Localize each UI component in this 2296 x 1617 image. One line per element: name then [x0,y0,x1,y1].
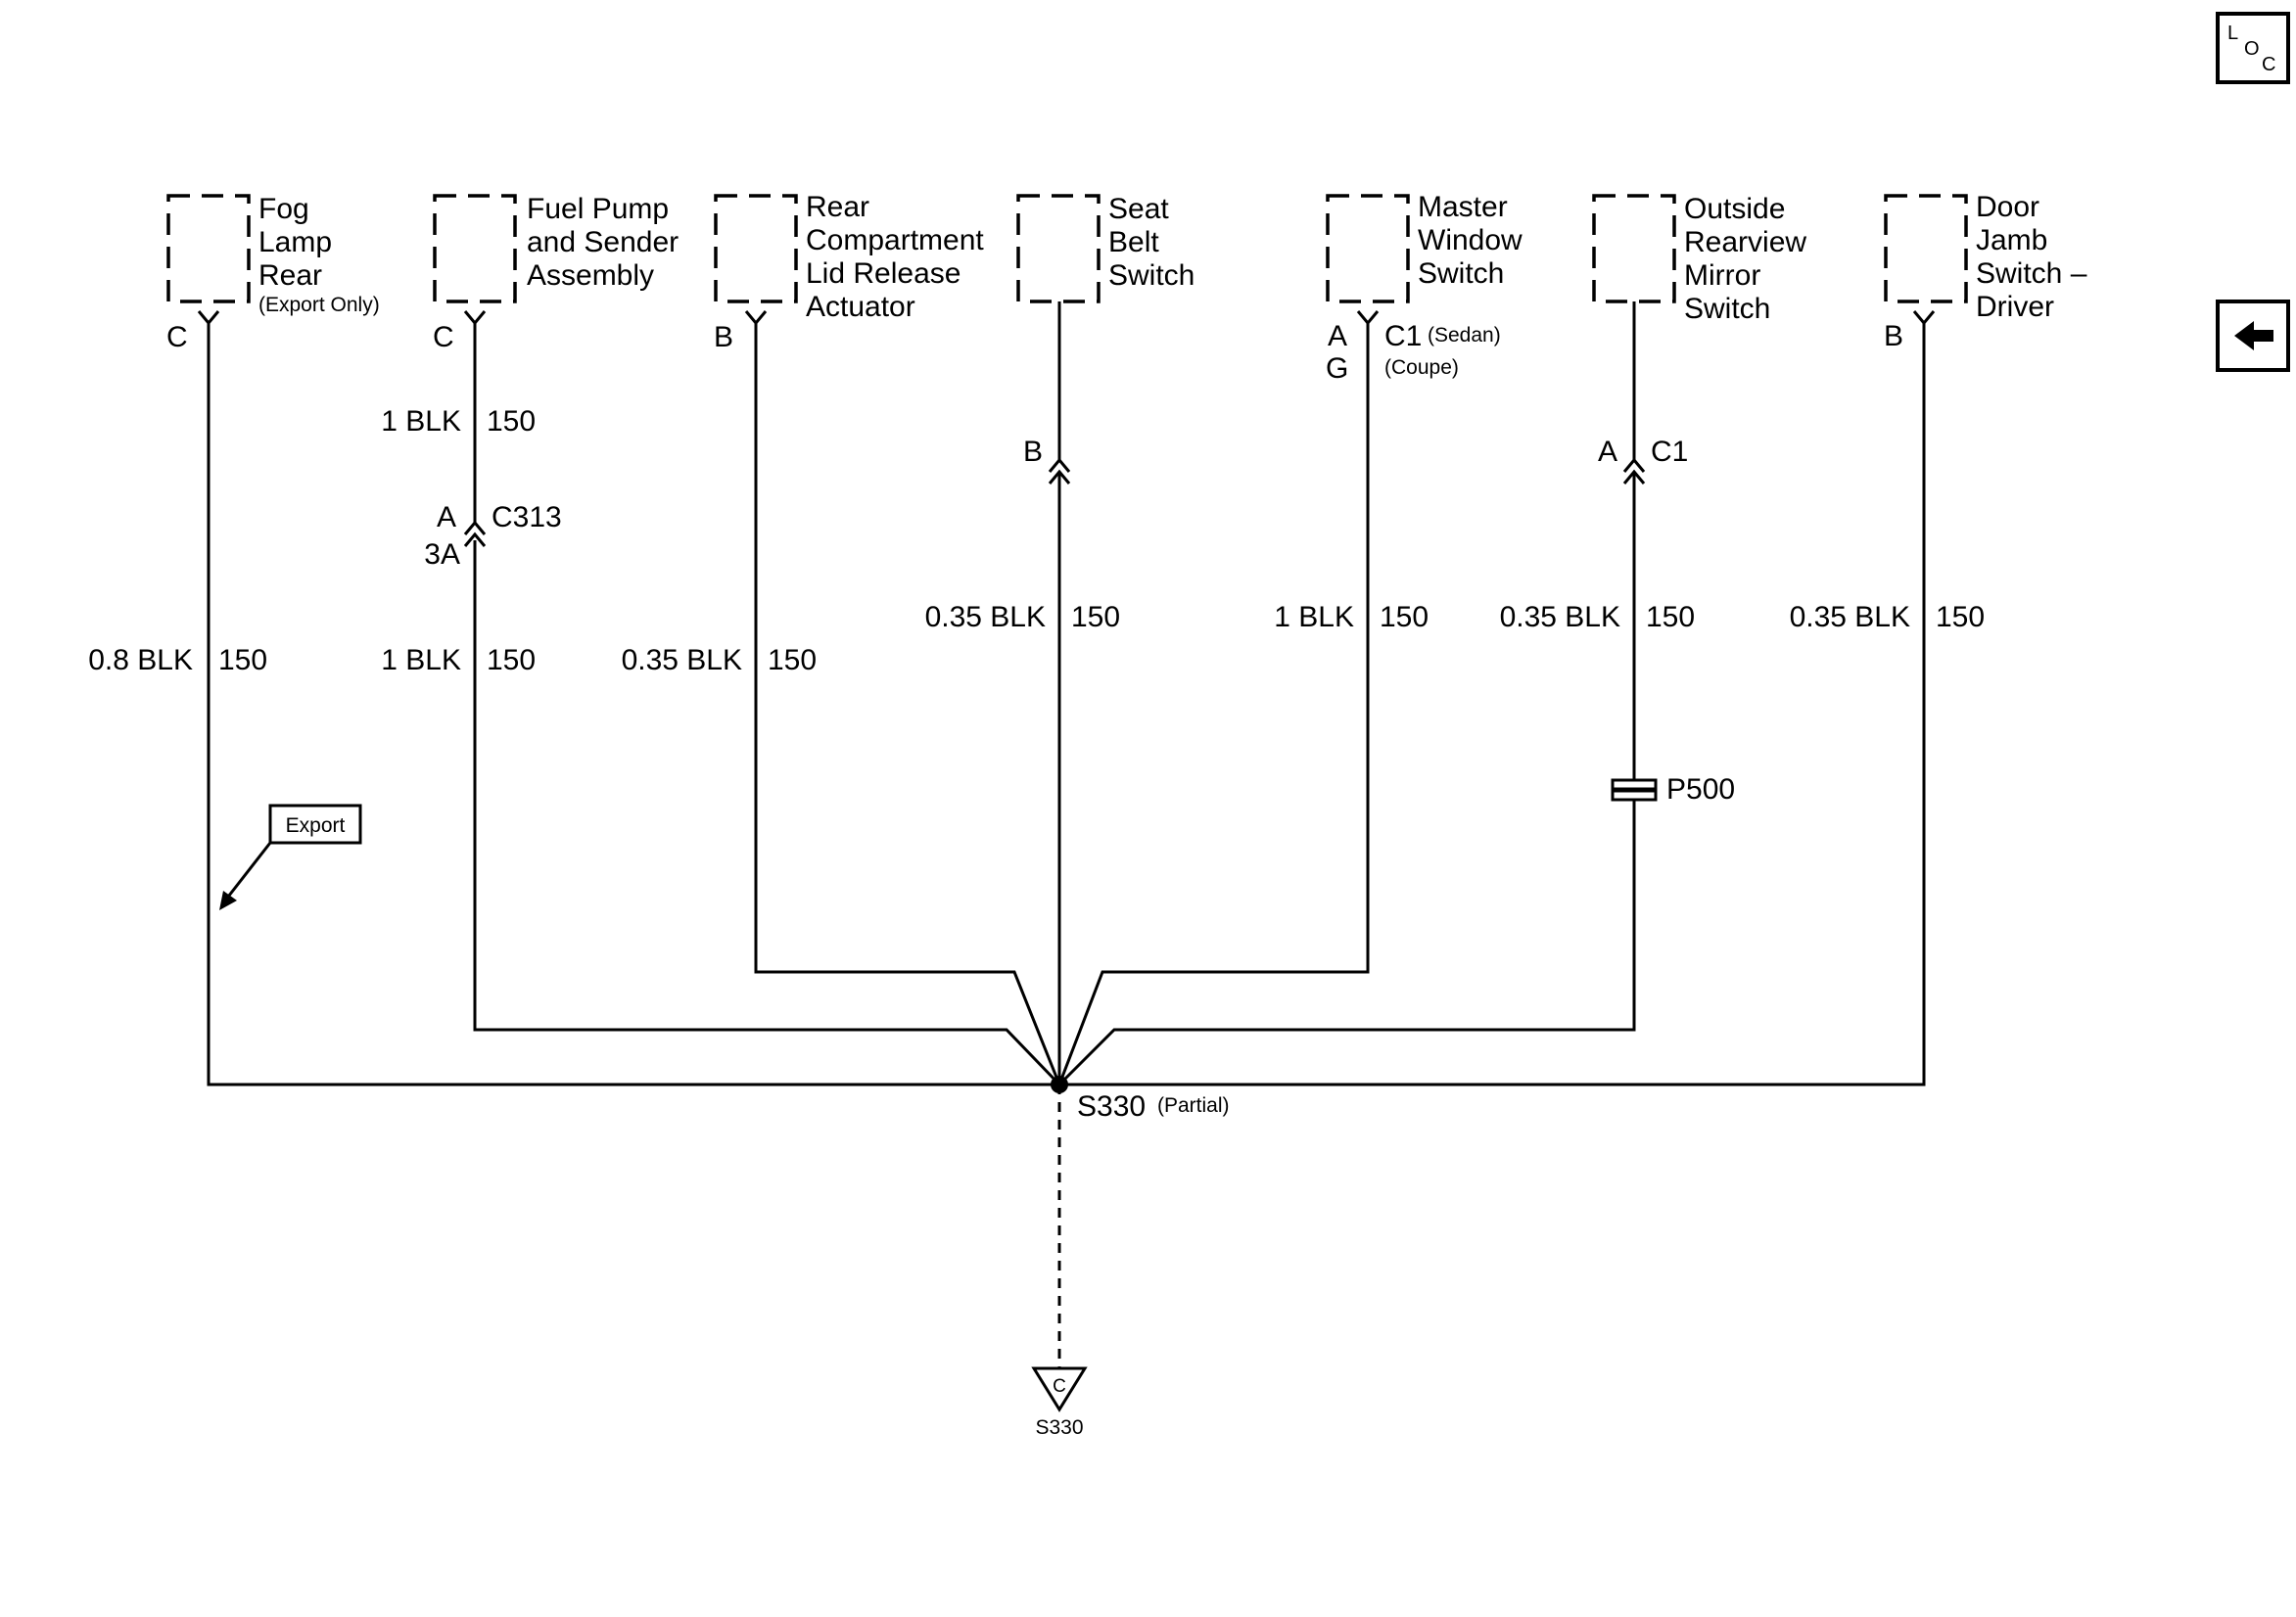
loc-letter-o: O [2244,38,2260,60]
connector-pin: 3A [424,538,460,571]
component-label-line: Compartment [806,224,984,256]
component-label-line: Rear [258,259,322,292]
component-label-line: Belt [1108,226,1159,258]
component-fuel-pump: Fuel Pump and Sender Assembly C [433,193,679,353]
wire-circuit: 150 [487,405,536,438]
connector-pin: A [437,501,456,533]
component-seat-belt-switch: Seat Belt Switch [1016,193,1195,303]
ground-letter: C [1053,1376,1066,1397]
connector-name: P500 [1666,773,1735,806]
pin-label: A [1328,320,1347,352]
component-label-line: Driver [1976,291,2054,323]
component-label-line: Jamb [1976,224,2047,256]
loc-letter-l: L [2227,23,2238,44]
connector-name: C313 [492,501,562,533]
wire-rear-compartment [754,323,1061,1086]
component-door-jamb-switch-driver: Door Jamb Switch – Driver B [1884,191,2087,352]
wire-circuit: 150 [768,644,817,676]
connector-labels: A 3A C313 B A C1 P500 [424,436,1735,806]
component-label-line: Actuator [806,291,915,323]
wire-mirror-lower [1057,474,1636,1086]
loc-icon[interactable]: L O C [2216,12,2290,84]
component-label-line: Window [1418,224,1523,256]
wire-circuit: 150 [1646,601,1695,633]
component-label-line: Switch [1108,259,1195,292]
component-master-window-switch: Master Window Switch A G C1 (Sedan) (Cou… [1326,191,1523,385]
component-label-line: Rear [806,191,869,223]
component-outside-rearview-mirror-switch: Outside Rearview Mirror Switch [1592,193,1806,325]
wire-size: 1 BLK [381,405,461,438]
splice-name: S330 [1077,1090,1146,1123]
wire-circuit: 150 [487,644,536,676]
component-label-line: Fuel Pump [527,193,669,225]
component-label-line: Master [1418,191,1508,223]
component-rear-compartment-lid-release: Rear Compartment Lid Release Actuator B [714,191,984,353]
terminal-marks [197,310,1936,331]
wire-circuit: 150 [1380,601,1429,633]
pin-label: B [714,321,733,353]
wire-labels: 0.8 BLK 150 1 BLK 150 1 BLK 150 0.35 BLK… [88,405,1985,676]
component-label-line: Switch – [1976,257,2087,290]
connector-c313-mark [463,520,487,547]
component-fog-lamp-rear: Fog Lamp Rear (Export Only) C [166,193,380,353]
ground-name: S330 [1035,1416,1083,1439]
left-arrow-icon [2234,321,2273,350]
loc-letter-c: C [2262,54,2275,75]
export-tag: Export [219,804,362,910]
wire-size: 0.35 BLK [622,644,742,676]
wire-circuit: 150 [1936,601,1985,633]
component-label-line: Door [1976,191,2039,223]
wire-master-window [1057,323,1370,1086]
connector-pin: A [1598,436,1617,468]
component-label-line: Assembly [527,259,654,292]
pin-label: C [433,321,454,353]
connector-p500-mark [1611,778,1658,802]
splice-s330: S330 (Partial) [1051,1076,1230,1123]
wire-circuit: 150 [1071,601,1120,633]
pin-label: B [1884,320,1903,352]
wire-size: 0.35 BLK [1500,601,1620,633]
connector-name: C1 [1651,436,1688,468]
component-note: (Export Only) [258,294,380,316]
ground-reference: C S330 [1031,1366,1088,1439]
component-label-line: and Sender [527,226,679,258]
component-label-line: Seat [1108,193,1169,225]
wire-size: 0.35 BLK [1790,601,1910,633]
wires [207,301,1926,1368]
export-tag-label: Export [286,814,346,837]
wire-circuit: 150 [218,644,267,676]
component-label-line: Switch [1418,257,1504,290]
pin-label: G [1326,352,1348,385]
connector-note: (Sedan) [1428,324,1501,346]
connector-mirror-c1-mark [1622,457,1646,485]
pin-label: C [166,321,188,353]
connector-note: (Coupe) [1384,356,1459,379]
wire-size: 0.8 BLK [88,644,193,676]
component-label-line: Lamp [258,226,332,258]
connector-label: C1 [1384,320,1422,352]
back-button[interactable] [2216,300,2290,372]
component-label-line: Outside [1684,193,1785,225]
wire-size: 1 BLK [1274,601,1354,633]
export-arrow-icon [223,842,272,901]
wire-size: 0.35 BLK [925,601,1046,633]
wire-size: 1 BLK [381,644,461,676]
component-label-line: Switch [1684,293,1770,325]
component-label-line: Lid Release [806,257,961,290]
component-label-line: Mirror [1684,259,1760,292]
wire-fuel-lower [473,540,1061,1086]
splice-note: (Partial) [1157,1094,1230,1117]
wire-fog [207,323,1059,1086]
component-label-line: Rearview [1684,226,1806,258]
connector-seat-belt-mark [1048,457,1071,485]
wire-door-jamb [1059,323,1926,1086]
connector-pin: B [1023,436,1043,468]
component-label-line: Fog [258,193,309,225]
